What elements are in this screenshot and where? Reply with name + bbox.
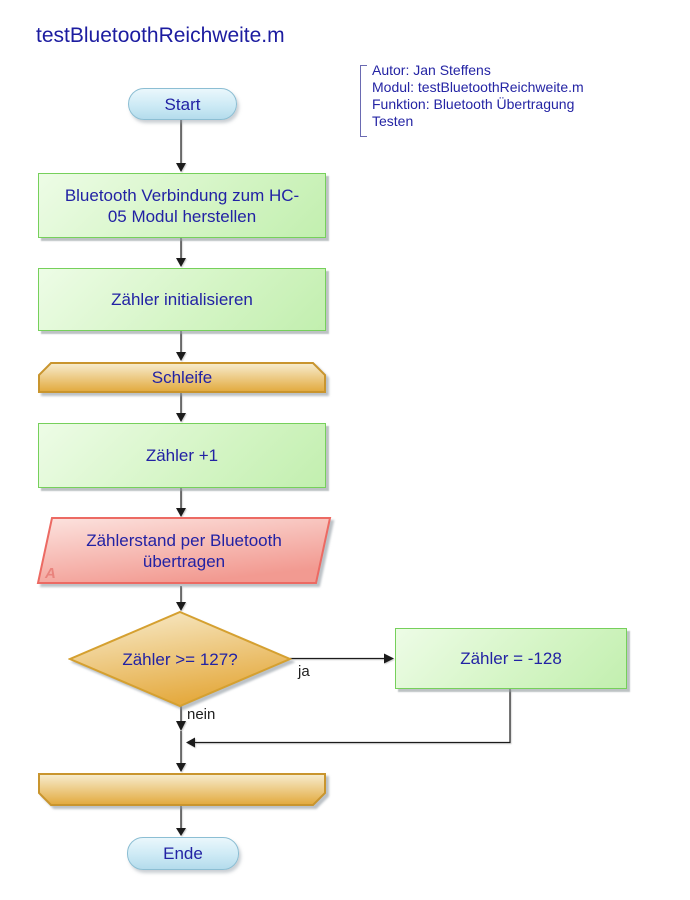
node-process-increment[interactable]: Zähler +1 bbox=[38, 423, 326, 488]
node-label: Zähler initialisieren bbox=[111, 290, 253, 309]
edge-init-to-loopstart bbox=[176, 331, 186, 361]
node-label: Schleife bbox=[151, 368, 213, 387]
decision-diamond-shape bbox=[68, 610, 292, 708]
edge-start-to-connect bbox=[176, 118, 186, 172]
edge-label-nein: nein bbox=[187, 706, 216, 723]
edge-loopstart-to-increment bbox=[176, 393, 186, 422]
comment-annotation: Autor: Jan Steffens Modul: testBluetooth… bbox=[360, 62, 630, 137]
edge-transmit-to-decision bbox=[176, 586, 186, 611]
edge-merge-to-loopend bbox=[176, 731, 186, 772]
node-loop-end[interactable] bbox=[38, 773, 326, 806]
edge-decision-yes bbox=[290, 653, 394, 664]
comment-line: Funktion: Bluetooth Übertragung bbox=[372, 96, 575, 112]
node-decision-counter[interactable]: Zähler >= 127? bbox=[68, 610, 292, 708]
node-process-reset-counter[interactable]: Zähler = -128 bbox=[395, 628, 627, 689]
edge-increment-to-transmit bbox=[176, 488, 186, 517]
io-parallelogram-shape bbox=[36, 517, 332, 584]
connector-label-a: A bbox=[45, 565, 56, 582]
node-label bbox=[38, 773, 326, 806]
comment-line: Autor: Jan Steffens bbox=[372, 62, 491, 78]
edge-loopend-to-end bbox=[176, 806, 186, 836]
node-io-transmit[interactable]: Zählerstand per Bluetooth übertragen A bbox=[35, 515, 333, 586]
node-process-init-counter[interactable]: Zähler initialisieren bbox=[38, 268, 326, 331]
node-label: Zähler +1 bbox=[145, 446, 219, 465]
node-process-connect-hc05[interactable]: Bluetooth Verbindung zum HC-05 Modul her… bbox=[38, 173, 326, 238]
node-label: Zählerstand per Bluetooth übertragen bbox=[86, 530, 282, 571]
node-end[interactable]: Ende bbox=[127, 837, 239, 870]
edge-decision-no bbox=[176, 705, 186, 731]
node-label: Start bbox=[164, 94, 201, 114]
loop-end-shape bbox=[38, 773, 326, 806]
diagram-title: testBluetoothReichweite.m bbox=[36, 24, 285, 47]
loop-start-shape bbox=[38, 362, 326, 393]
edge-connect-to-init bbox=[176, 238, 186, 267]
node-label: Ende bbox=[163, 844, 203, 863]
node-label: Zähler >= 127? bbox=[122, 649, 238, 669]
comment-line: Testen bbox=[372, 113, 414, 129]
node-start[interactable]: Start bbox=[128, 88, 237, 120]
node-label: Bluetooth Verbindung zum HC-05 Modul her… bbox=[64, 185, 300, 226]
edge-label-ja: ja bbox=[298, 663, 310, 680]
node-loop-start[interactable]: Schleife bbox=[38, 362, 326, 393]
comment-bracket bbox=[360, 65, 367, 137]
comment-line: Modul: testBluetoothReichweite.m bbox=[372, 79, 584, 95]
node-label: Zähler = -128 bbox=[460, 649, 562, 668]
